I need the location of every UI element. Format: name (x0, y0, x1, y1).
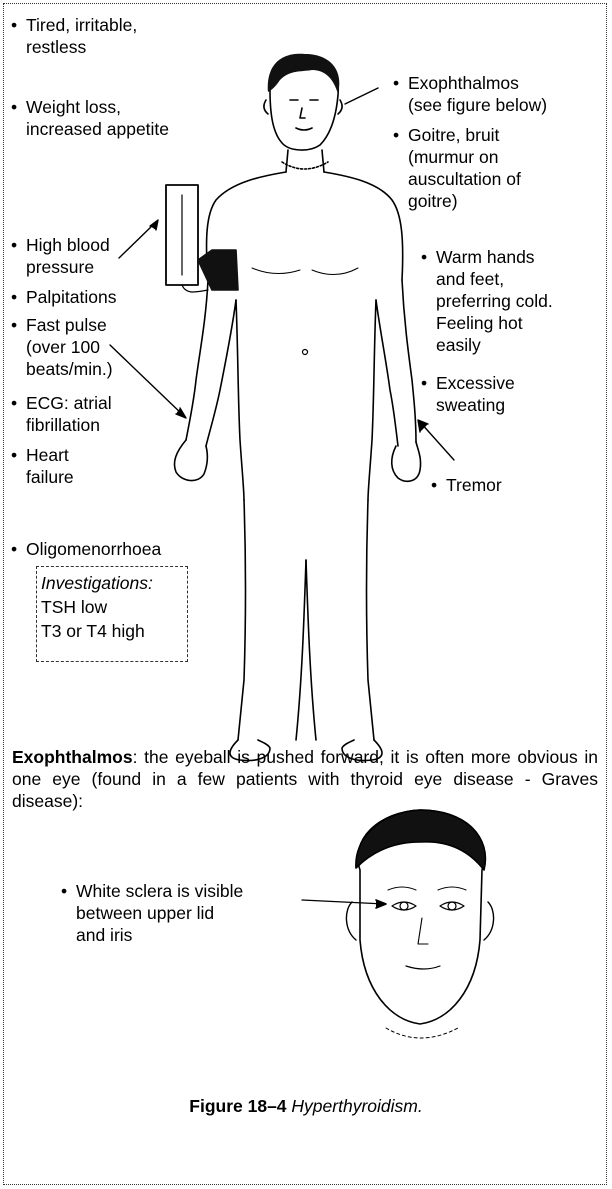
label-goitre: • Goitre, bruit (murmur on auscultation … (408, 124, 521, 212)
face-drawing (302, 810, 494, 1038)
figure-number: Figure 18–4 (189, 1096, 286, 1116)
label-oligomenorrhoea: • Oligomenorrhoea (26, 538, 161, 560)
exophthalmos-caption: Exophthalmos: the eyeball is pushed forw… (12, 746, 598, 812)
label-exophthalmos: • Exophthalmos (see figure below) (408, 72, 547, 116)
label-fast-pulse: • Fast pulse (over 100 beats/min.) (26, 314, 113, 380)
label-white-sclera: • White sclera is visible between upper … (76, 880, 243, 946)
exophthalmos-term: Exophthalmos (12, 747, 133, 767)
label-excessive-sweating: • Excessive sweating (436, 372, 515, 416)
investigations-title: Investigations: (41, 571, 187, 595)
investigation-t3-t4: T3 or T4 high (41, 619, 187, 643)
label-weight-loss: • Weight loss, increased appetite (26, 96, 169, 140)
label-high-blood-pressure: • High blood pressure (26, 234, 110, 278)
hair-drawing (268, 54, 340, 94)
label-ecg: • ECG: atrial fibrillation (26, 392, 112, 436)
label-heart-failure: • Heart failure (26, 444, 74, 488)
investigation-tsh: TSH low (41, 595, 187, 619)
label-warm-hands: • Warm hands and feet, preferring cold. … (436, 246, 553, 356)
figure-title: Hyperthyroidism. (291, 1096, 422, 1116)
label-tired: • Tired, irritable, restless (26, 14, 137, 58)
sphygmomanometer-drawing (166, 185, 238, 292)
label-tremor: • Tremor (446, 474, 502, 496)
label-palpitations: • Palpitations (26, 286, 116, 308)
investigations-box: Investigations: TSH low T3 or T4 high (36, 566, 188, 662)
figure-caption: Figure 18–4 Hyperthyroidism. (0, 1096, 612, 1117)
